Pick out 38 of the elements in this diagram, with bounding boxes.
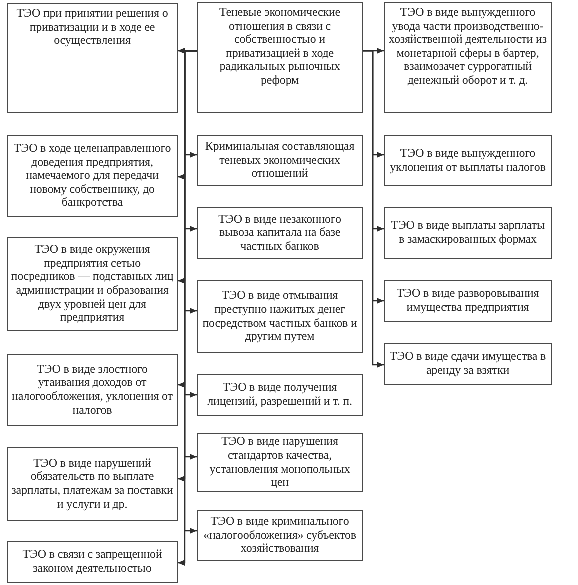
category-box [7,237,178,331]
category-box [384,343,552,385]
central-topic-box [197,2,363,113]
category-text: ТЭО в виде вынужденного увода части производственно-хозяйственной деятельности из монетарной сферы в бартер, взаимозачет суррогатный денежный оборот и т. д. [388,6,548,88]
category-box [197,207,363,259]
category-box [7,135,178,217]
category-box [7,447,178,521]
category-box [197,433,363,492]
category-box [384,280,552,322]
category-box [384,135,552,186]
category-box [197,280,363,353]
category-box [7,541,178,583]
category-text: ТЭО при принятии решения о приватизации и в ходе ее осуществления [16,7,170,48]
category-box [197,135,363,186]
category-box [7,3,178,113]
category-box [384,2,552,113]
category-text: ТЭО в связи с запрещенной законом деятельностью [22,548,164,576]
category-text: ТЭО в виде выплаты зарплаты в замаскированных формах [390,219,546,247]
category-text: ТЭО в виде криминального «налогообложения» субъектов хозяйствования [202,515,358,556]
category-text: ТЭО в виде разворовывания имущества предприятия [396,287,540,315]
connector-arrow [184,50,197,534]
category-text: ТЭО в виде сдачи имущества в аренду за взятки [388,350,548,378]
category-text: ТЭО в виде нарушения стандартов качества, установления монопольных цен [208,435,352,490]
category-text: ТЭО в виде отмывания преступно нажитых денег посредством частных банков и другим путем [202,289,358,344]
category-text: ТЭО в виде получения лицензий, разрешений и т. п. [206,381,354,409]
category-text: ТЭО в виде окружения предприятия сетью посредников — подставных лиц администрации и образования двух уровней цен для предприятия [11,243,174,325]
category-box [197,510,363,561]
category-text: ТЭО в виде нарушений обязательств по выплате зарплаты, платежам за поставки и услуги и др. [11,456,174,512]
category-text: ТЭО в виде злостного утаивания доходов от налогообложения, уклонения от налогов [11,362,174,418]
category-box [197,374,363,416]
category-text: ТЭО в виде вынужденного уклонения от выплаты налогов [389,146,547,174]
category-box [384,207,552,259]
connector-arrow [363,50,384,368]
category-box [7,354,178,426]
category-text: ТЭО в ходе целенаправленного доведения предприятия, намечаемого для передачи новому собственнику, до банкротства [12,142,172,210]
category-text: Криминальная составляющая теневых экономических отношений [204,140,356,181]
topic-text: Теневые экономические отношения в связи с собственностью и приватизацией в ходе радикальных рыночных реформ [218,6,342,88]
category-text: ТЭО в виде незаконного вывоза капитала на базе частных банков [218,212,342,254]
